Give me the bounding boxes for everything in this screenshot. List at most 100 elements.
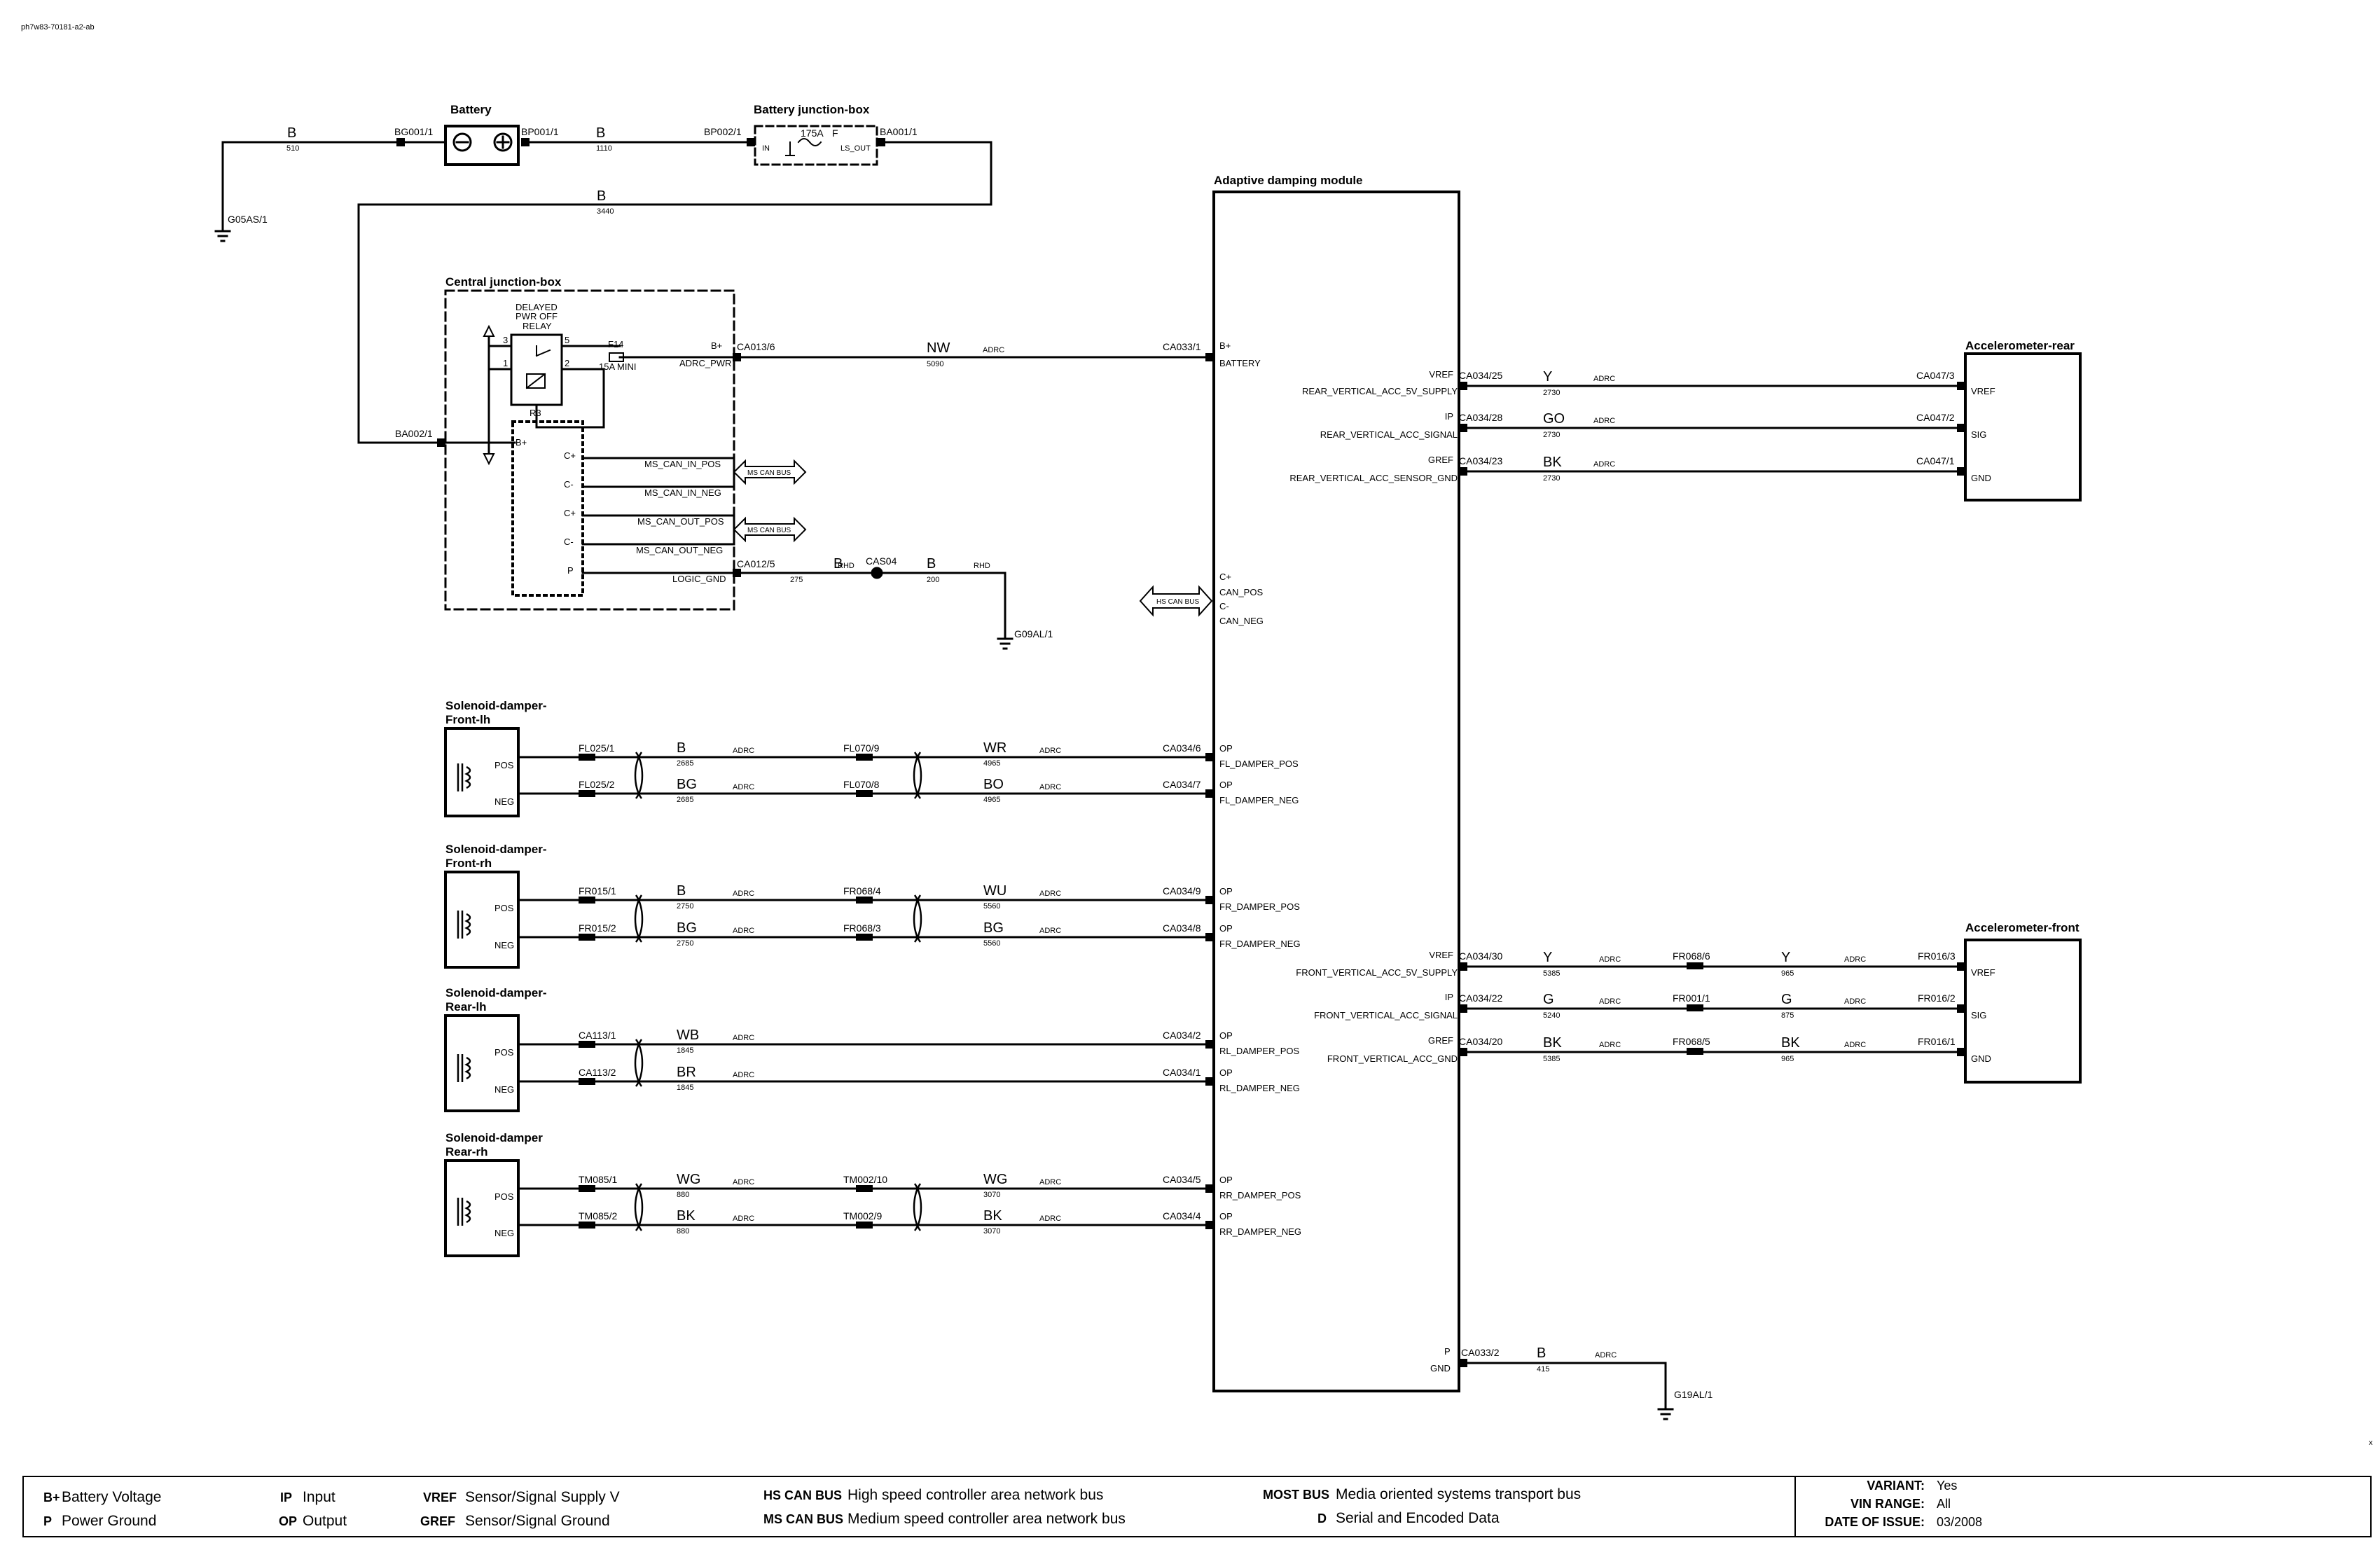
connector-id: BP002/1 (704, 126, 742, 137)
wire-number: 2730 (1543, 389, 1560, 397)
legend-text: Power Ground (62, 1513, 156, 1529)
wire-number: 5385 (1543, 1055, 1560, 1063)
pin-name: CAN_POS (1219, 587, 1263, 597)
pin-label: POS (494, 760, 514, 770)
wire-color: NW (927, 340, 950, 356)
wire-color: WG (677, 1172, 700, 1187)
pin-name: REAR_VERTICAL_ACC_SENSOR_GND (1289, 473, 1458, 483)
pin-name: REAR_VERTICAL_ACC_5V_SUPPLY (1302, 386, 1458, 396)
legend-text: Input (303, 1489, 335, 1505)
wire-number: 5240 (1543, 1011, 1560, 1020)
connector-id: BA001/1 (880, 126, 918, 137)
acc-rear-title: Accelerometer-rear (1965, 339, 2075, 352)
connector-id: CA034/30 (1459, 950, 1502, 962)
wire-number: 5090 (927, 360, 943, 368)
pin-signal: OP (1219, 743, 1233, 754)
pin-number: 1 (503, 358, 508, 368)
adm-title: Adaptive damping module (1214, 174, 1363, 187)
pin-signal: P (1444, 1346, 1451, 1357)
pin-label: NEG (494, 940, 514, 950)
connector-id: TM002/9 (843, 1210, 882, 1222)
pin-signal: OP (1219, 780, 1233, 790)
connector-id: CA034/23 (1459, 455, 1502, 466)
pin-name: GND (1971, 473, 1991, 483)
pin-name: SIG (1971, 1010, 1986, 1020)
corner-mark: x (2369, 1439, 2373, 1447)
pin-name: MS_CAN_OUT_NEG (636, 545, 723, 555)
legend-text: High speed controller area network bus (847, 1487, 1103, 1503)
variant-value: Yes (1937, 1479, 1957, 1493)
wire-number: 2730 (1543, 431, 1560, 439)
wire-number: 200 (927, 576, 939, 584)
wire-number: 2685 (677, 759, 693, 768)
pin-signal: C+ (564, 450, 576, 461)
front-acc-row: GREF CA034/20 FRONT_VERTICAL_ACC_GND BK … (1327, 1035, 1991, 1064)
sol-rlh-title-1: Solenoid-damper- (445, 986, 547, 999)
legend-code: HS CAN BUS (763, 1488, 842, 1502)
legend-code: MOST BUS (1263, 1488, 1329, 1502)
harness-label: ADRC (1599, 1041, 1621, 1049)
pin-signal: OP (1219, 923, 1233, 934)
pin-number: 5 (565, 335, 569, 345)
legend-text: Medium speed controller area network bus (847, 1511, 1126, 1527)
pin-number: 2 (565, 358, 569, 368)
legend-code: OP (279, 1514, 297, 1528)
wire-color: GO (1543, 411, 1565, 427)
pin-signal: IP (1445, 992, 1453, 1002)
pin-name: GND (1971, 1053, 1991, 1064)
rear-acc-row: VREF CA034/25 REAR_VERTICAL_ACC_5V_SUPPL… (1302, 369, 1995, 397)
relay-label: RELAY (523, 321, 552, 331)
pin-label: NEG (494, 1084, 514, 1095)
date-label: DATE OF ISSUE: (1825, 1515, 1925, 1529)
pin-name: RL_DAMPER_POS (1219, 1046, 1299, 1056)
pin-signal: IP (1445, 411, 1453, 422)
pin-signal: OP (1219, 1175, 1233, 1185)
central-jb-title: Central junction-box (445, 275, 562, 289)
harness-label: ADRC (1039, 1215, 1061, 1223)
wire-color: BK (1543, 455, 1562, 470)
harness-label: ADRC (1599, 955, 1621, 964)
pin-name: FRONT_VERTICAL_ACC_5V_SUPPLY (1296, 967, 1458, 978)
connector-id: FL070/9 (843, 742, 880, 754)
pin-name: GND (1430, 1363, 1451, 1374)
pin-signal: C+ (1219, 572, 1231, 582)
connector-id: FR015/1 (579, 885, 616, 897)
pin-signal: GREF (1428, 455, 1453, 465)
fuse-rating: 15A MINI (599, 361, 636, 372)
front-acc-row: IP CA034/22 FRONT_VERTICAL_ACC_SIGNAL G … (1314, 992, 1986, 1020)
harness-label: ADRC (733, 1071, 754, 1079)
connector-id: FR016/1 (1918, 1036, 1956, 1047)
sol-rlh-title-2: Rear-lh (445, 1000, 487, 1013)
legend-text: Output (303, 1513, 347, 1529)
wire-color: B (677, 740, 686, 756)
wire-color: WR (983, 740, 1006, 756)
harness-label: ADRC (733, 1215, 754, 1223)
pin-label: POS (494, 1191, 514, 1202)
connector-id: CA013/6 (737, 341, 775, 352)
wire-number: 965 (1781, 969, 1794, 978)
pin-name: FRONT_VERTICAL_ACC_SIGNAL (1314, 1010, 1458, 1020)
connector-id: CA113/2 (579, 1067, 616, 1078)
wire-number: 3440 (597, 207, 614, 216)
wire-number: 1110 (596, 144, 612, 153)
pin-signal: OP (1219, 1067, 1233, 1078)
pin-signal: VREF (1429, 369, 1453, 380)
battery-jb-title: Battery junction-box (754, 103, 870, 116)
connector-id: CA047/3 (1916, 370, 1955, 381)
connector-id: TM085/2 (579, 1210, 617, 1222)
wire-number: 5385 (1543, 969, 1560, 978)
harness-label: ADRC (1039, 927, 1061, 935)
harness-label: ADRC (1039, 890, 1061, 898)
harness-label: ADRC (1039, 783, 1061, 791)
wire-color: BR (677, 1065, 696, 1080)
connector-id: TM085/1 (579, 1174, 617, 1185)
connector-id: FL025/1 (579, 742, 615, 754)
legend-text: Media oriented systems transport bus (1336, 1486, 1581, 1502)
wire-color: WB (677, 1027, 699, 1043)
wire-color: BG (677, 920, 697, 936)
pin-signal: B+ (711, 340, 722, 351)
wire-color: B (1537, 1345, 1546, 1361)
pin-name: BATTERY (1219, 358, 1261, 368)
pin-signal: OP (1219, 1030, 1233, 1041)
